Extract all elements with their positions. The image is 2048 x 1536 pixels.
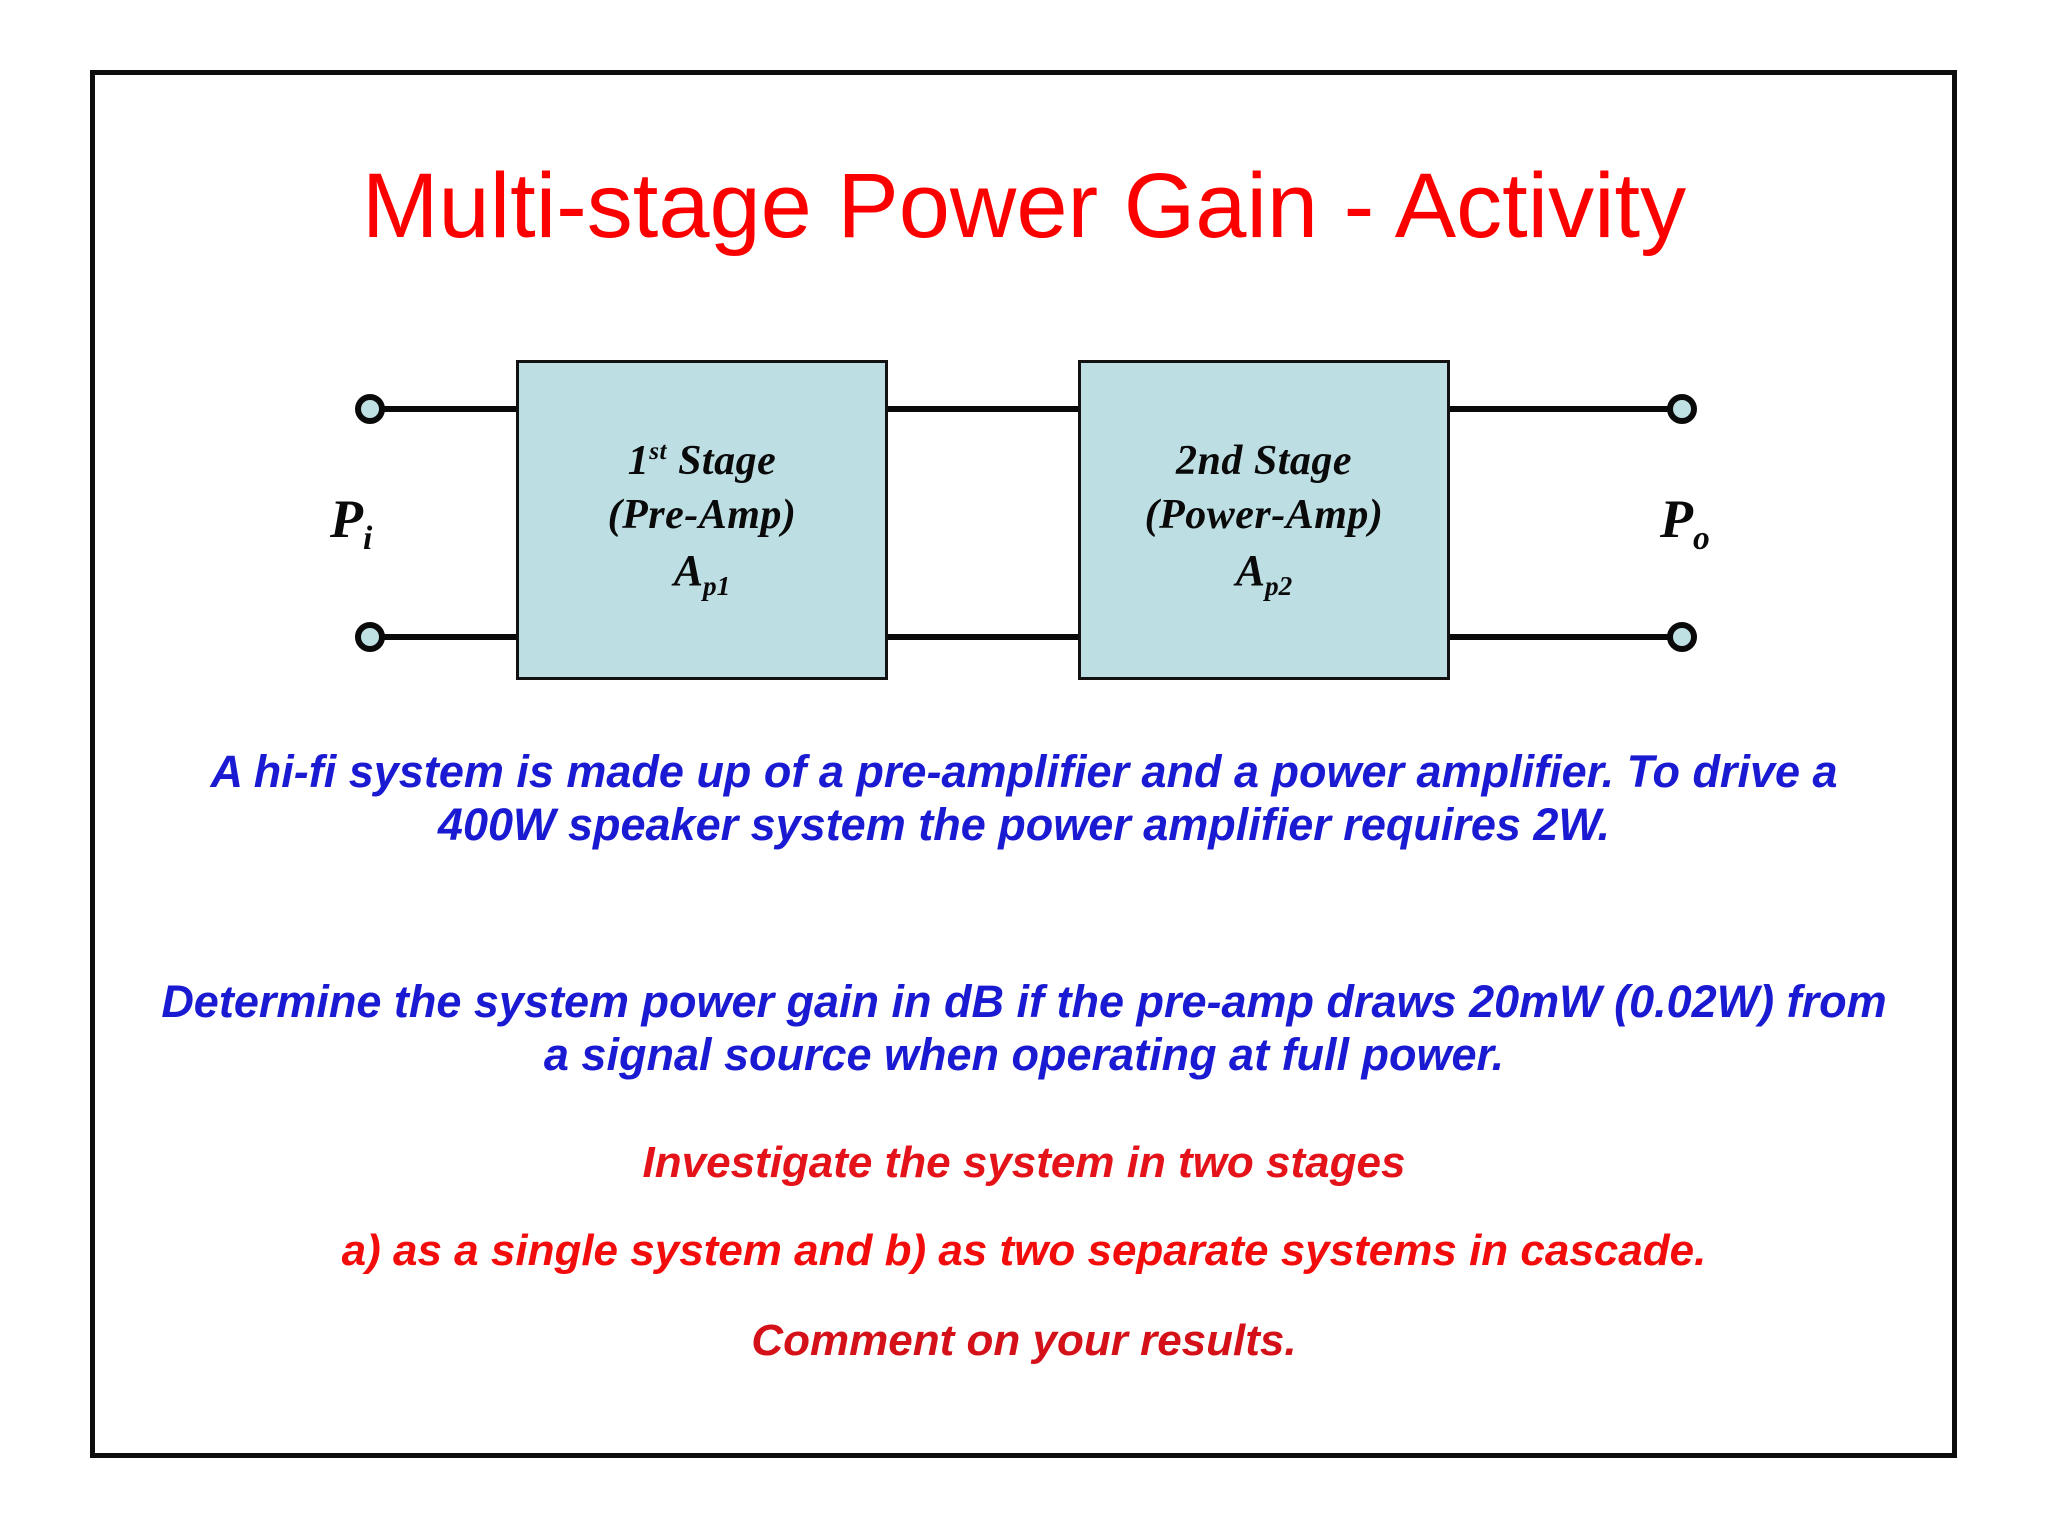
stage-1-ordinal-number: 1 [627,438,650,485]
stage-2-gain-subscript: p2 [1265,571,1293,602]
stage-2-subtitle: (Power-Amp) [1144,491,1384,538]
problem-statement-text: A hi-fi system is made up of a pre-ampli… [210,746,1838,851]
stage-2-title: 2nd Stage [1176,437,1352,487]
amplifier-block-stage-1[interactable]: 1st Stage (Pre-Amp) Ap1 [516,360,888,680]
stage-2-gain-label: Ap2 [1236,546,1293,602]
stage-1-gain-symbol: A [673,546,704,596]
page-title: Multi-stage Power Gain - Activity [361,155,1687,257]
amplifier-block-stage-2[interactable]: 2nd Stage (Power-Amp) Ap2 [1078,360,1450,680]
terminal-input-bottom [355,622,385,652]
slide-border-frame [90,70,1957,1458]
stage-2-ordinal-number: 2nd [1175,438,1243,485]
instruction-comment-text: Comment on your results. [751,1316,1297,1365]
terminal-output-top [1667,394,1697,424]
stage-1-gain-subscript: p1 [703,571,731,602]
stage-1-title-rest: Stage [667,438,777,485]
question-text: Determine the system power gain in dB if… [161,976,1887,1081]
stage-1-title: 1st Stage [628,437,776,487]
terminal-output-bottom [1667,622,1697,652]
stage-1-subtitle: (Pre-Amp) [607,491,797,538]
stage-2-gain-symbol: A [1235,546,1266,596]
instruction-investigate-text: Investigate the system in two stages [642,1138,1406,1187]
instruction-parts-text: a) as a single system and b) as two sepa… [341,1226,1707,1275]
stage-2-title-rest: Stage [1242,438,1353,485]
stage-1-ordinal-suffix: st [649,438,668,466]
stage-1-gain-label: Ap1 [674,546,731,602]
terminal-input-top [355,394,385,424]
